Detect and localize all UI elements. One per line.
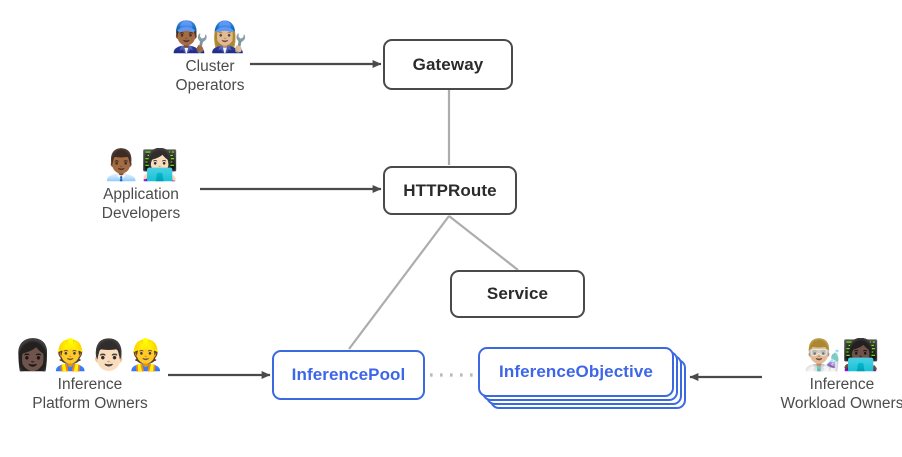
node-service[interactable]: Service bbox=[450, 270, 585, 318]
edge-httproute-to-service bbox=[448, 215, 519, 271]
inference-workload-owners-label: Inference Workload Owners bbox=[780, 375, 902, 412]
cluster-operators-label: Cluster Operators bbox=[175, 57, 245, 94]
node-inferenceobjective[interactable]: InferenceObjective bbox=[478, 347, 674, 397]
persona-cluster-operators: 👨🏾‍🔧👩🏼‍🔧 Cluster Operators bbox=[154, 22, 266, 95]
inference-platform-owners-label: Inference Platform Owners bbox=[32, 375, 148, 412]
node-gateway[interactable]: Gateway bbox=[383, 39, 513, 90]
persona-application-developers: 👨🏾‍💼👩🏻‍💻 Application Developers bbox=[85, 150, 197, 223]
inference-workload-owners-emoji-pair: 👨🏼‍🔬👩🏿‍💻 bbox=[803, 339, 881, 372]
node-inferencepool[interactable]: InferencePool bbox=[272, 350, 425, 400]
node-gateway-label: Gateway bbox=[412, 54, 484, 74]
persona-inference-platform-owners: 👩🏿‍👷👨🏻‍👷 Inference Platform Owners bbox=[14, 339, 166, 413]
application-developers-label: Application Developers bbox=[101, 185, 181, 222]
application-developers-emoji-pair: 👨🏾‍💼👩🏻‍💻 bbox=[102, 149, 180, 182]
node-inferencepool-label: InferencePool bbox=[291, 365, 406, 384]
persona-inference-workload-owners: 👨🏼‍🔬👩🏿‍💻 Inference Workload Owners bbox=[764, 340, 902, 413]
node-httproute-label: HTTPRoute bbox=[403, 180, 497, 200]
inference-platform-owners-emoji-pair: 👩🏿‍👷👨🏻‍👷 bbox=[14, 339, 166, 372]
node-inferenceobjective-label: InferenceObjective bbox=[499, 362, 653, 381]
edge-httproute-to-inferencepool bbox=[348, 215, 450, 350]
node-httproute[interactable]: HTTPRoute bbox=[383, 166, 517, 215]
node-service-label: Service bbox=[486, 284, 549, 303]
cluster-operators-emoji-pair: 👨🏾‍🔧👩🏼‍🔧 bbox=[171, 21, 249, 54]
